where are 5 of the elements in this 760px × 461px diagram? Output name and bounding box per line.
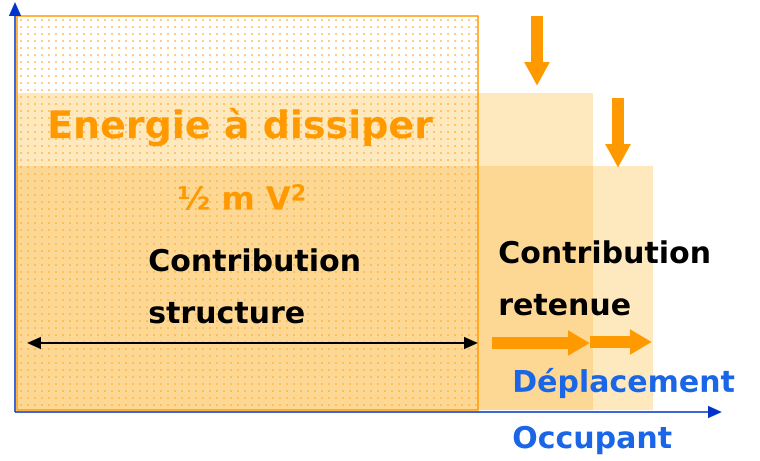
title-text: Energie à dissiper (50, 108, 433, 146)
axis-label: Déplacement (514, 368, 734, 398)
axis-label: Occupant (514, 426, 672, 454)
contribution-label: Contribution structure (150, 248, 359, 324)
formula-text: ½ m V$^{2}$ (178, 184, 304, 210)
